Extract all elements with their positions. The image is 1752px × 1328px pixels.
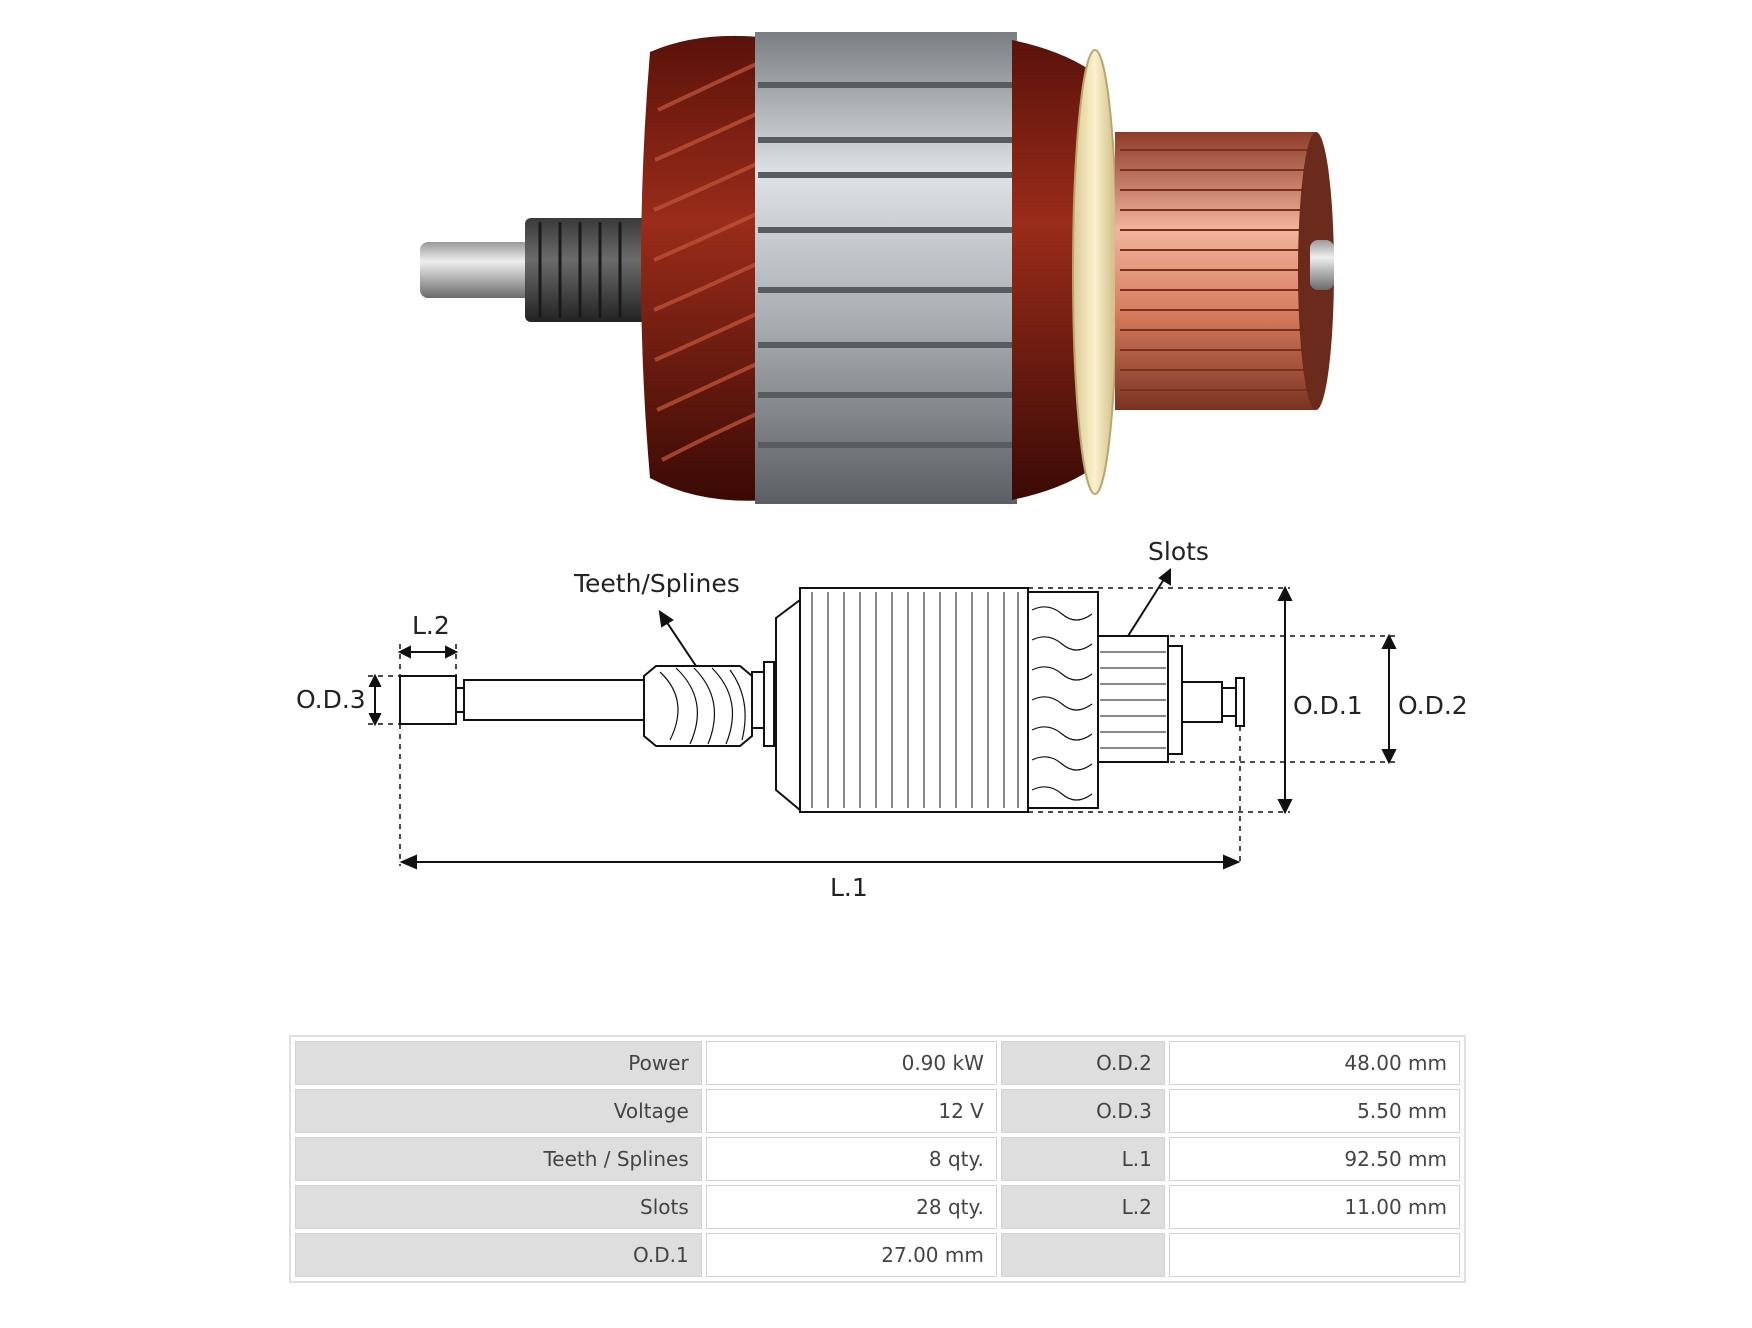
shaft-outline [463, 679, 645, 721]
spec-label: Teeth / Splines [295, 1137, 702, 1181]
spec-value: 11.00 mm [1168, 1185, 1460, 1229]
od1-label: O.D.1 [1293, 691, 1363, 720]
spec-label: Slots [295, 1185, 702, 1229]
teeth-splines-label: Teeth/Splines [573, 569, 740, 598]
shaft-stub-outline [1181, 681, 1223, 723]
commutator-outline [1097, 635, 1169, 763]
spec-table: Power 0.90 kW O.D.2 48.00 mm Voltage 12 … [289, 1035, 1466, 1283]
left-winding-outline [775, 598, 801, 813]
spec-value: 8 qty. [705, 1137, 997, 1181]
spec-value: 92.50 mm [1168, 1137, 1460, 1181]
spec-label: O.D.1 [295, 1233, 702, 1277]
table-row: Slots 28 qty. L.2 11.00 mm [295, 1185, 1460, 1229]
od3-label: O.D.3 [296, 685, 366, 714]
table-row: O.D.1 27.00 mm [295, 1233, 1460, 1277]
spec-label: Power [295, 1041, 702, 1085]
table-row: Power 0.90 kW O.D.2 48.00 mm [295, 1041, 1460, 1085]
spec-value: 5.50 mm [1168, 1089, 1460, 1133]
spec-label: Voltage [295, 1089, 702, 1133]
table-row: Voltage 12 V O.D.3 5.50 mm [295, 1089, 1460, 1133]
shaft-right [1310, 240, 1334, 290]
spec-label [1000, 1233, 1165, 1277]
spec-label: O.D.2 [1000, 1041, 1165, 1085]
armature-drawing: Teeth/Splines Slots L.2 O.D.3 O.D.1 O.D.… [296, 537, 1468, 902]
spec-value: 12 V [705, 1089, 997, 1133]
od2-label: O.D.2 [1398, 691, 1468, 720]
spec-value [1168, 1233, 1460, 1277]
winding-right [1012, 40, 1090, 500]
l1-label: L.1 [830, 873, 868, 902]
shaft-end-outline [399, 675, 457, 725]
spec-value: 27.00 mm [705, 1233, 997, 1277]
armature-photo [420, 32, 1334, 504]
slots-label: Slots [1148, 537, 1209, 566]
lamination-stack [755, 32, 1017, 504]
spec-label: L.2 [1000, 1185, 1165, 1229]
spec-value: 28 qty. [705, 1185, 997, 1229]
shaft-left [420, 242, 538, 298]
right-winding-outline [1027, 591, 1099, 809]
table-row: Teeth / Splines 8 qty. L.1 92.50 mm [295, 1137, 1460, 1181]
spec-label: O.D.3 [1000, 1089, 1165, 1133]
l2-label: L.2 [412, 611, 450, 640]
spec-value: 48.00 mm [1168, 1041, 1460, 1085]
spec-value: 0.90 kW [705, 1041, 997, 1085]
stack-outline [799, 587, 1029, 813]
spec-label: L.1 [1000, 1137, 1165, 1181]
